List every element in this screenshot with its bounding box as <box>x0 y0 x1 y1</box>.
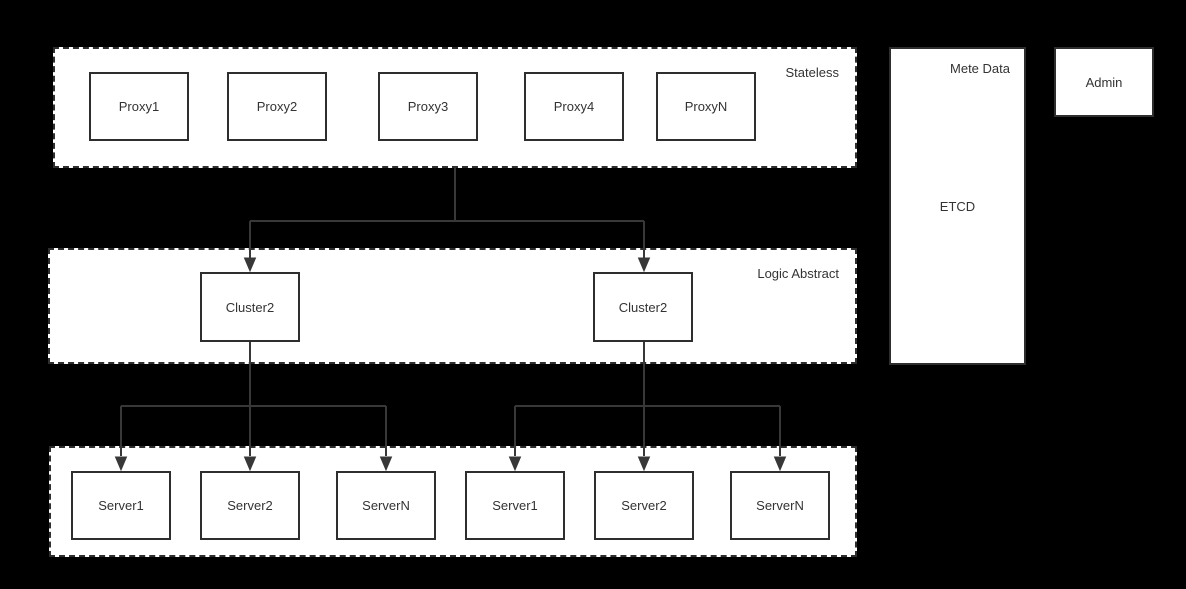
node-label: Server2 <box>227 498 273 513</box>
etcd-label: ETCD <box>939 198 976 214</box>
meta-data-label: Mete Data <box>950 61 1010 76</box>
node-label: ProxyN <box>684 99 728 114</box>
node-label: Cluster2 <box>618 299 668 315</box>
node-server-1-left: Server1 <box>71 471 171 540</box>
node-label: Server1 <box>492 498 538 513</box>
node-label: Server2 <box>621 498 667 513</box>
node-label: Server1 <box>98 498 144 513</box>
node-proxy-3: Proxy3 <box>378 72 478 141</box>
node-cluster-left: Cluster2 <box>200 272 300 342</box>
logic-abstract-container: Logic Abstract <box>48 248 857 364</box>
node-proxy-n: ProxyN <box>656 72 756 141</box>
node-label: Proxy4 <box>553 99 595 114</box>
node-server-n-right: ServerN <box>730 471 830 540</box>
node-label: Proxy3 <box>407 99 449 114</box>
servers-container <box>49 446 857 557</box>
node-cluster-right: Cluster2 <box>593 272 693 342</box>
node-proxy-2: Proxy2 <box>227 72 327 141</box>
edge-stateless-to-clusters <box>249 167 645 258</box>
node-server-n-left: ServerN <box>336 471 436 540</box>
node-server-2-left: Server2 <box>200 471 300 540</box>
node-label: Cluster2 <box>225 299 275 315</box>
stateless-label: Stateless <box>785 65 839 80</box>
node-server-1-right: Server1 <box>465 471 565 540</box>
node-proxy-1: Proxy1 <box>89 72 189 141</box>
logic-abstract-label: Logic Abstract <box>757 266 839 281</box>
admin-box: Admin <box>1054 47 1154 117</box>
admin-label: Admin <box>1085 74 1123 90</box>
node-server-2-right: Server2 <box>594 471 694 540</box>
meta-data-box: Mete Data ETCD <box>889 47 1026 365</box>
node-label: Proxy2 <box>256 99 298 114</box>
node-label: ServerN <box>362 498 410 513</box>
node-label: ServerN <box>756 498 804 513</box>
node-proxy-4: Proxy4 <box>524 72 624 141</box>
node-label: Proxy1 <box>118 99 160 114</box>
